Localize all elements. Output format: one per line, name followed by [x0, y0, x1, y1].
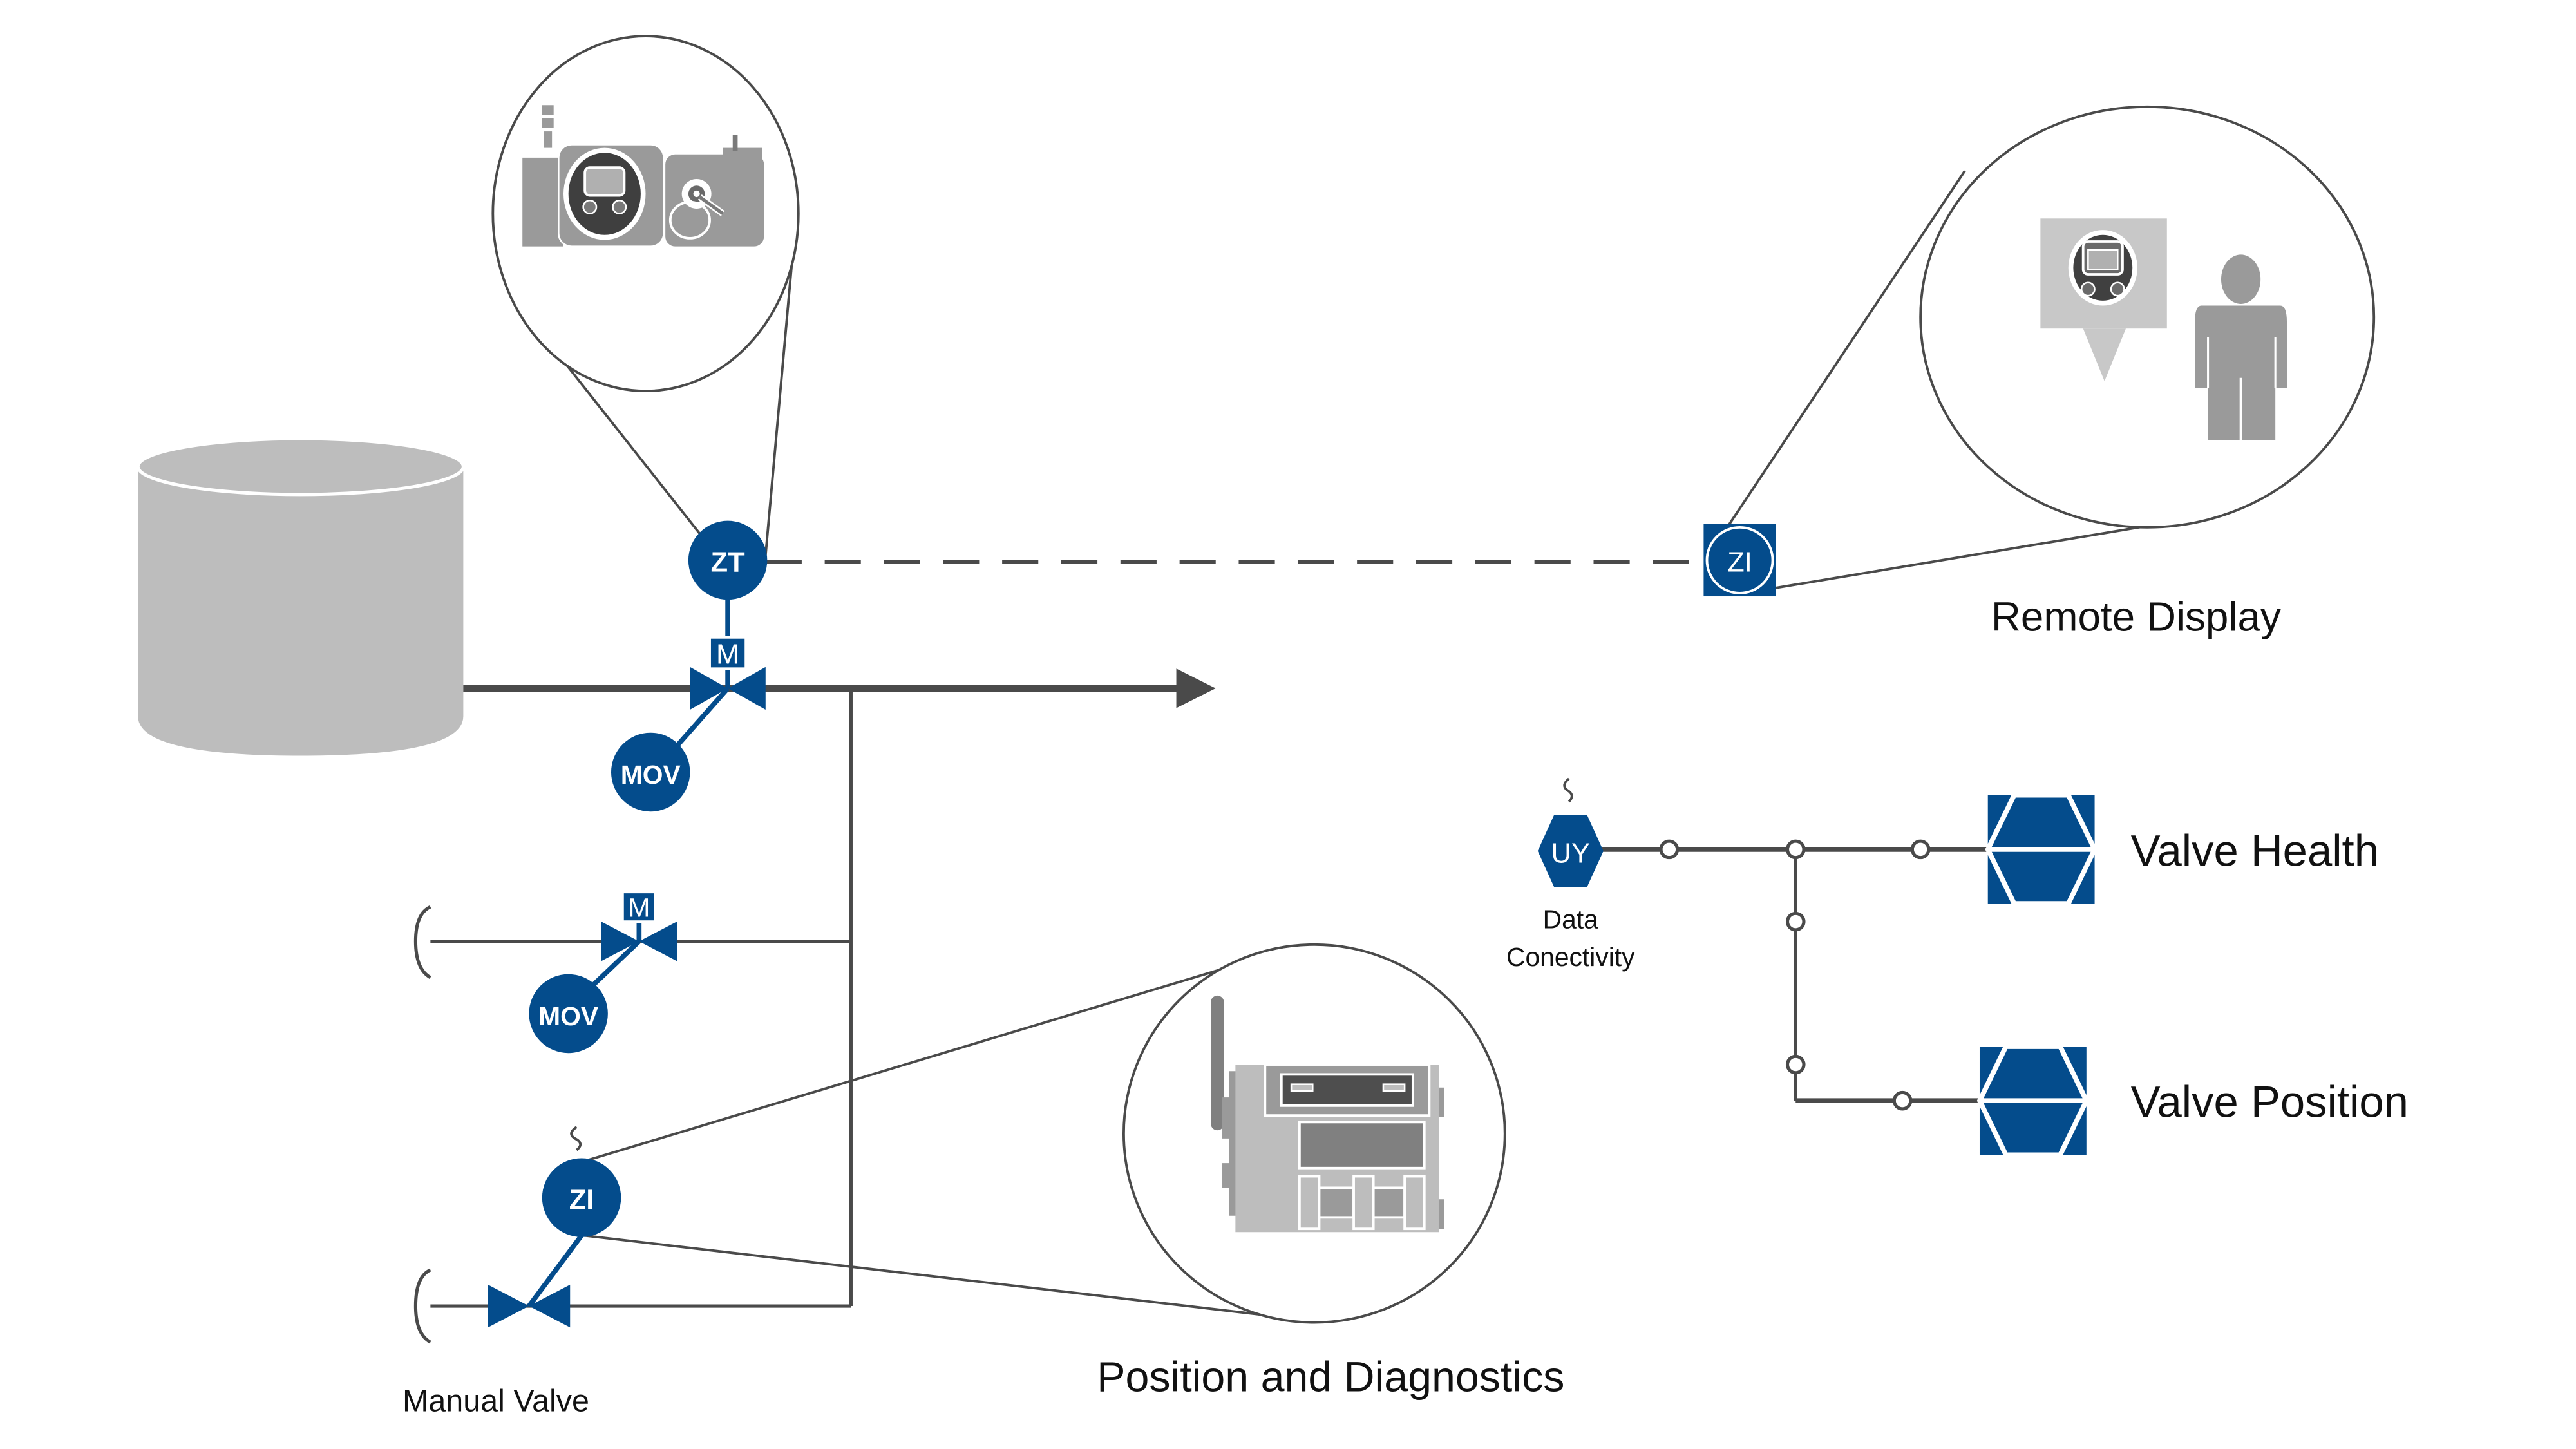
valve-body-icon: [601, 922, 639, 961]
person-icon: [2195, 254, 2287, 440]
actuator-transmitter-icon: [522, 105, 764, 247]
data-connectivity-label-line2: Conectivity: [1506, 942, 1635, 972]
valve-health-node[interactable]: [1985, 792, 2098, 906]
remote-display-icon: [2040, 218, 2167, 381]
pipe-end-cap-icon: [413, 1268, 431, 1344]
instrument-bubble-zi-remote[interactable]: ZI: [1703, 524, 1776, 597]
main-motor-operated-valve[interactable]: M: [663, 588, 766, 761]
motor-actuator-box: [708, 636, 748, 670]
svg-text:ZT: ZT: [711, 547, 745, 578]
flow-arrow-icon: [1176, 668, 1216, 708]
motor-label: M: [628, 893, 650, 922]
wireless-signal-icon: [570, 1126, 582, 1151]
remote-display-label: Remote Display: [1991, 594, 2281, 640]
actuator-callout: [491, 35, 800, 556]
motor-label: M: [716, 639, 739, 670]
network-node-icon: [1785, 911, 1806, 932]
valve-body-icon: [488, 1284, 529, 1328]
network-node-icon: [1785, 839, 1806, 860]
svg-text:ZI: ZI: [1727, 547, 1752, 578]
network-node-icon: [1910, 839, 1931, 860]
position-diagnostics-label: Position and Diagnostics: [1097, 1354, 1564, 1401]
instrument-hexagon-uy[interactable]: UY: [1537, 815, 1604, 887]
svg-text:MOV: MOV: [621, 760, 681, 790]
branch-motor-operated-valve[interactable]: M: [570, 891, 677, 1007]
hexagon-node-icon: [1976, 1044, 2090, 1158]
network-node-icon: [1892, 1090, 1913, 1111]
svg-text:ZI: ZI: [569, 1185, 594, 1216]
data-network-lines: [1602, 839, 1988, 1111]
instrument-bubble-mov-main[interactable]: MOV: [611, 732, 690, 812]
network-node-icon: [1659, 839, 1680, 860]
svg-text:MOV: MOV: [538, 1001, 598, 1031]
manual-valve-label: Manual Valve: [402, 1383, 589, 1418]
svg-text:UY: UY: [1551, 838, 1590, 869]
instrument-bubble-zt[interactable]: ZT: [688, 520, 768, 600]
instrument-bubble-zi-local[interactable]: ZI: [542, 1158, 621, 1237]
wireless-gateway-icon: [1211, 995, 1444, 1233]
valve-body-icon: [690, 667, 728, 710]
manual-valve[interactable]: [488, 1234, 584, 1328]
remote-display-callout: [1720, 105, 2376, 590]
hexagon-node-icon: [1985, 792, 2098, 906]
network-node-icon: [1785, 1054, 1806, 1075]
wireless-signal-icon: [1563, 777, 1573, 803]
storage-tank-icon: [136, 437, 465, 756]
instrument-bubble-mov-branch[interactable]: MOV: [529, 974, 608, 1054]
valve-position-label: Valve Position: [2131, 1077, 2409, 1127]
main-process-line: [463, 668, 1216, 708]
pipe-end-cap-icon: [413, 905, 431, 980]
position-diagnostics-callout: [583, 943, 1506, 1324]
valve-health-label: Valve Health: [2131, 826, 2379, 875]
valve-position-node[interactable]: [1976, 1044, 2090, 1158]
motor-actuator-box: [621, 891, 657, 923]
data-connectivity-label-line1: Data: [1543, 904, 1598, 934]
